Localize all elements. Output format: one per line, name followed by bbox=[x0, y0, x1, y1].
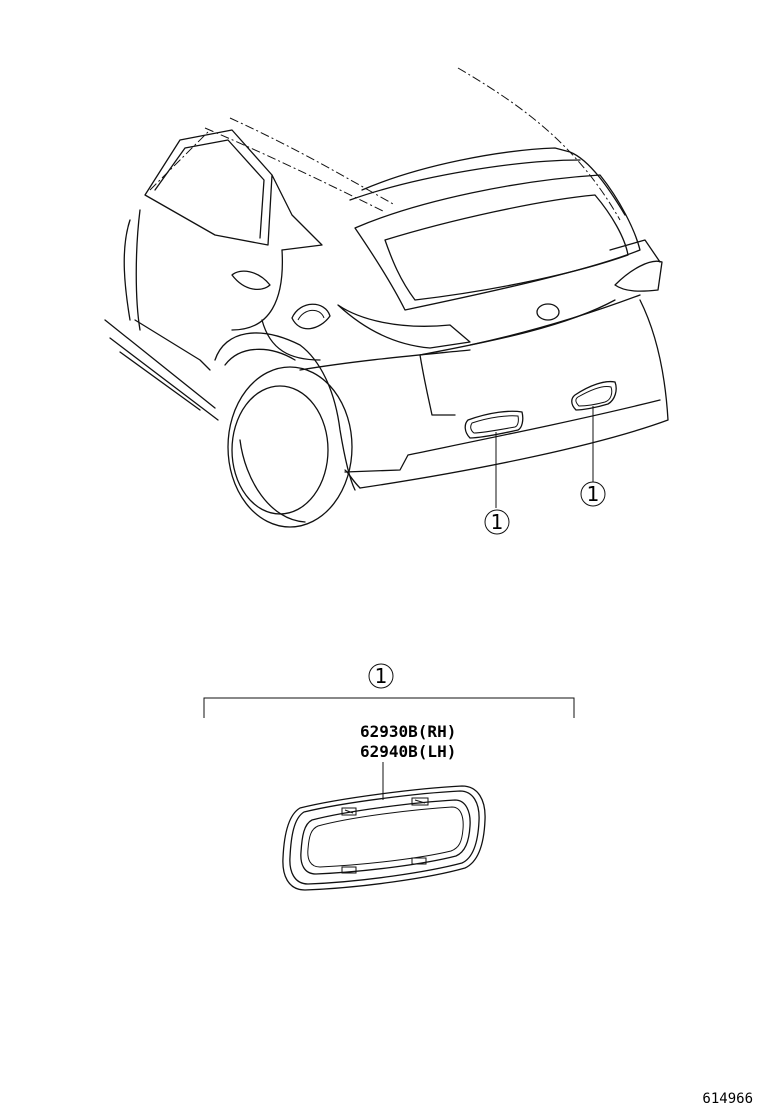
callout-group: 1 bbox=[368, 663, 394, 689]
group-bracket bbox=[203, 697, 575, 718]
part-number-rh-code: 62930B bbox=[360, 722, 418, 741]
part-number-rh: 62930B(RH) bbox=[360, 722, 456, 741]
part-number-lh: 62940B(LH) bbox=[360, 742, 456, 761]
part-number-rh-side: (RH) bbox=[418, 722, 457, 741]
reflector-left bbox=[464, 410, 524, 439]
callout-vehicle-left-label: 1 bbox=[491, 510, 504, 534]
part-number-lh-side: (LH) bbox=[418, 742, 457, 761]
callout-vehicle-right: 1 bbox=[580, 481, 606, 507]
callout-vehicle-left: 1 bbox=[484, 509, 510, 535]
callout-group-label: 1 bbox=[375, 664, 388, 688]
part-number-lh-code: 62940B bbox=[360, 742, 418, 761]
reflector-right bbox=[571, 380, 617, 411]
vehicle-callout-leaders bbox=[495, 406, 594, 508]
callout-vehicle-right-label: 1 bbox=[587, 482, 600, 506]
vehicle-rear-illustration bbox=[104, 67, 669, 528]
reflector-part-detail bbox=[282, 785, 486, 891]
figure-number: 614966 bbox=[702, 1091, 753, 1107]
